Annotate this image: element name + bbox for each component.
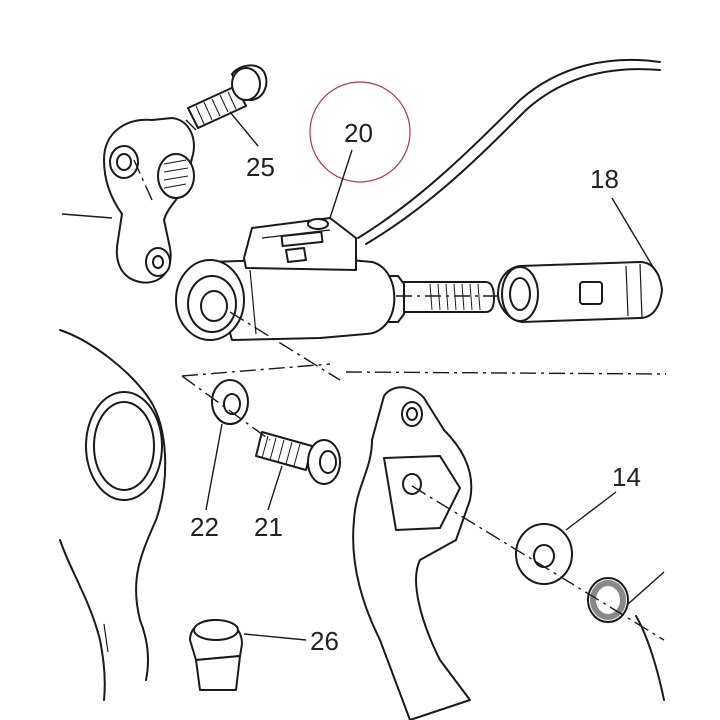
rocker-arm — [61, 117, 195, 284]
callout-25: 25 — [246, 152, 275, 182]
threaded-rod — [377, 275, 495, 323]
cable — [357, 58, 661, 245]
callout-14: 14 — [612, 462, 641, 492]
screw-part-21 — [255, 431, 341, 485]
bolt-part-25 — [187, 64, 268, 129]
frame-housing — [59, 329, 167, 701]
highlight-circle — [309, 81, 411, 183]
pedal-lever — [352, 386, 665, 720]
callout-21: 21 — [254, 512, 283, 542]
sleeve-part-18 — [497, 261, 663, 323]
callout-22: 22 — [190, 512, 219, 542]
callout-18: 18 — [590, 164, 619, 194]
assembly-centerlines — [133, 119, 667, 641]
callout-26: 26 — [310, 626, 339, 656]
gasket-ring — [587, 577, 629, 623]
leader-lines — [205, 111, 665, 641]
cylinder-part-20 — [175, 217, 396, 341]
washer-part-22 — [211, 379, 249, 425]
callout-20: 20 — [344, 118, 373, 148]
washer-part-14 — [515, 523, 573, 585]
fitting-part-26 — [189, 619, 243, 691]
